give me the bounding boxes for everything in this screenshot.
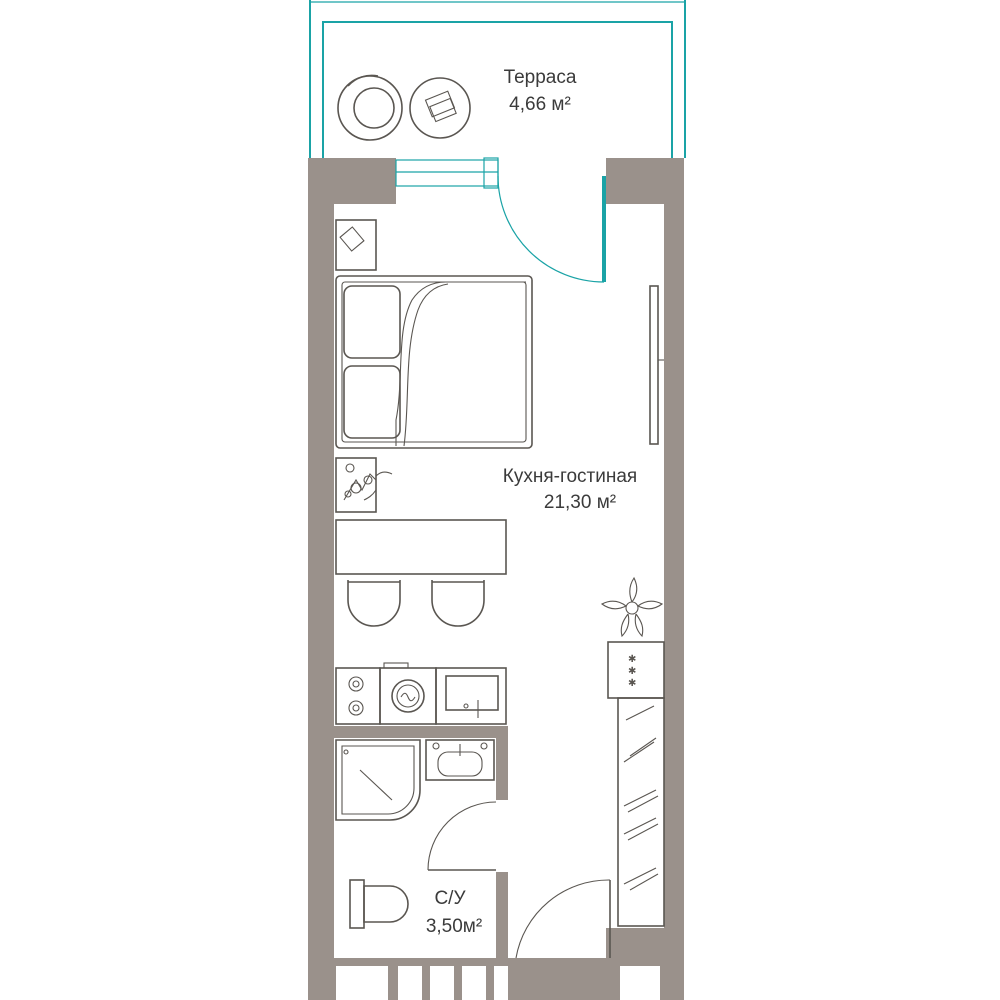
stove-panel: ✱ ✱ ✱ [607, 641, 665, 699]
entrance-door [515, 879, 611, 959]
svg-text:✱: ✱ [628, 666, 636, 677]
washing-machine-icon [379, 662, 437, 725]
potted-plant-icon [600, 576, 664, 638]
plant-icon [335, 457, 393, 513]
bathroom-door [427, 801, 497, 871]
room-area-living: 21,30 м² [544, 492, 616, 513]
svg-text:✱: ✱ [628, 678, 636, 689]
room-name-bathroom: С/У [434, 888, 466, 909]
room-area-bathroom: 3,50м² [426, 916, 482, 937]
room-area-terrace: 4,66 м² [509, 94, 571, 115]
wardrobe-icon [617, 697, 665, 927]
shower-cabin-icon [335, 739, 421, 821]
terrace-glazing [309, 0, 686, 158]
nightstand-icon [335, 219, 377, 271]
dining-table-icon [335, 519, 507, 575]
tv-panel-icon [649, 285, 664, 445]
walls [308, 158, 684, 1000]
balcony-window [395, 157, 499, 189]
armchair-icon [337, 74, 403, 141]
bathroom-sink-icon [425, 739, 495, 781]
toilet-icon [349, 879, 409, 929]
bottom-windows [336, 966, 660, 1000]
room-name-living: Кухня-гостиная [503, 466, 637, 487]
side-table-icon [409, 77, 471, 139]
bar-stool-icon [347, 580, 401, 627]
kitchen-sink-icon [435, 667, 507, 725]
balcony-door [497, 175, 606, 283]
room-name-terrace: Терраса [504, 67, 577, 88]
double-bed-icon [335, 275, 533, 449]
svg-text:✱: ✱ [628, 654, 636, 665]
bar-stool-icon [431, 580, 485, 627]
cooktop-icon [335, 667, 381, 725]
